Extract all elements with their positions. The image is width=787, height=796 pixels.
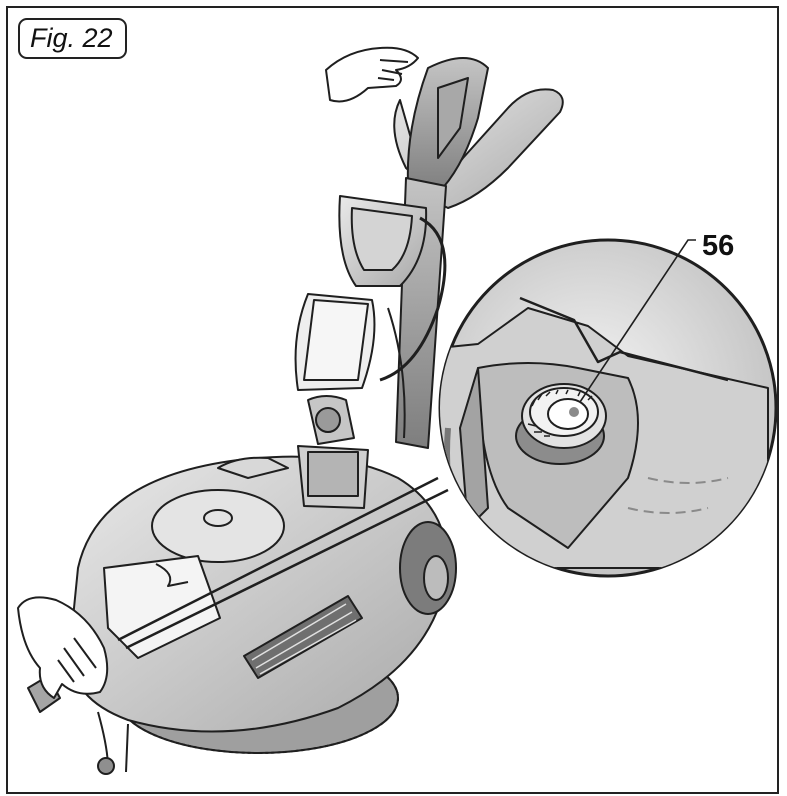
column <box>294 177 447 449</box>
hand-bottom <box>17 596 109 699</box>
figure-frame: Fig. 22 56 <box>6 6 779 794</box>
handle-assembly <box>393 57 564 209</box>
zoom-wedge <box>117 476 449 650</box>
hand-top <box>325 46 419 103</box>
machine-base <box>27 445 457 775</box>
callout-56: 56 <box>702 230 735 262</box>
floor-machine-illustration <box>17 46 777 775</box>
figure-label: Fig. 22 <box>18 18 127 59</box>
zoom-detail <box>438 238 777 578</box>
